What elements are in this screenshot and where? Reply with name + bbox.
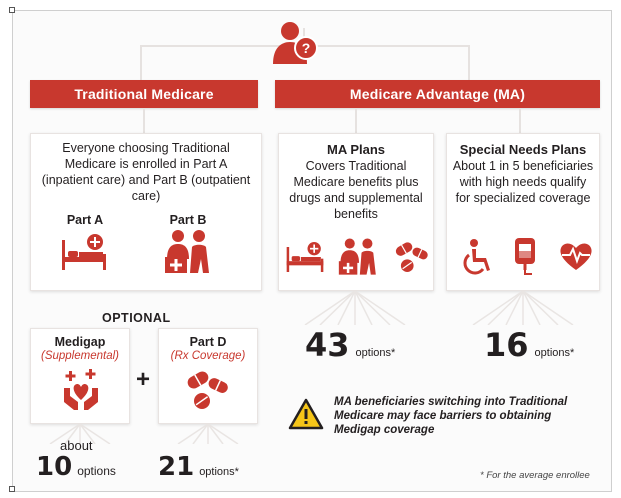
hospital-bed-icon: [60, 232, 108, 272]
wheelchair-icon: [462, 238, 496, 276]
medigap-count: 10: [36, 452, 73, 482]
doctor-patient-icon: [338, 237, 380, 277]
traditional-card: [30, 133, 262, 291]
ma-plans-title: MA Plans: [326, 142, 386, 157]
part-d-title: Part D: [189, 335, 227, 349]
part-d-options-label: options*: [199, 466, 239, 478]
ma-plans-count-row: 43 options*: [305, 326, 395, 364]
medigap-subtitle: (Supplemental): [41, 350, 119, 362]
medigap-rays: [49, 424, 111, 444]
doctor-patient-icon: [164, 229, 214, 275]
part-a-label: Part A: [66, 213, 104, 227]
pills-icon: [393, 239, 431, 275]
hands-care-icon: [60, 368, 102, 412]
part-d-count: 21: [158, 452, 195, 482]
special-needs-title: Special Needs Plans: [459, 142, 587, 157]
part-d-count-row: 21 options*: [158, 452, 239, 482]
part-d-rays: [177, 424, 239, 444]
plus-sign: +: [135, 366, 150, 393]
medigap-title: Medigap: [54, 335, 106, 349]
resize-handle-bottom-left[interactable]: [9, 486, 15, 492]
hospital-bed-icon: [285, 240, 325, 274]
ma-plans-count: 43: [305, 326, 350, 364]
heart-pulse-icon: [558, 240, 594, 272]
special-needs-options-label: options*: [534, 347, 575, 359]
pills-icon: [184, 368, 232, 412]
ma-plans-options-label: options*: [355, 347, 396, 359]
special-needs-rays: [472, 291, 574, 325]
traditional-medicare-banner: Traditional Medicare: [30, 80, 258, 108]
footnote: * For the average enrollee: [480, 470, 590, 481]
medigap-options-label: options: [77, 464, 116, 478]
traditional-description: Everyone choosing Traditional Medicare i…: [41, 141, 251, 203]
special-needs-description: About 1 in 5 beneficiaries with high nee…: [452, 159, 594, 205]
optional-label: OPTIONAL: [102, 311, 171, 325]
iv-bag-icon: [512, 236, 538, 276]
person-question-icon: ?: [270, 20, 322, 66]
medicare-advantage-banner: Medicare Advantage (MA): [275, 80, 600, 108]
part-d-subtitle: (Rx Coverage): [170, 350, 246, 362]
special-needs-count-row: 16 options*: [484, 326, 574, 364]
warning-icon: [288, 398, 324, 430]
special-needs-count: 16: [484, 326, 529, 364]
ma-plans-description: Covers Traditional Medicare benefits plu…: [289, 159, 423, 221]
resize-handle-top-left[interactable]: [9, 7, 15, 13]
ma-plans-rays: [304, 291, 406, 325]
medigap-prefix: about: [60, 438, 93, 453]
connector-ma: [355, 108, 521, 134]
svg-text:?: ?: [302, 40, 311, 56]
medigap-card: [30, 328, 130, 424]
part-b-label: Part B: [169, 213, 207, 227]
connector-trad: [143, 108, 145, 134]
medigap-count-row: 10 options: [36, 452, 116, 482]
warning-text: MA beneficiaries switching into Traditio…: [334, 396, 568, 436]
